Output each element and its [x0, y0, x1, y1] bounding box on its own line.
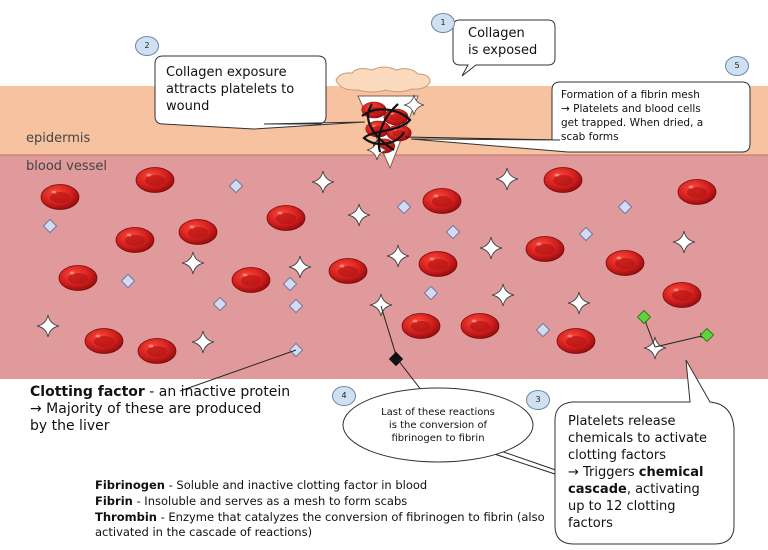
- step-4-badge: 4: [332, 386, 356, 406]
- definition-thrombin-continued: activated in the cascade of reactions): [95, 525, 313, 539]
- callout-4-text: Last of these reactions is the conversio…: [381, 407, 495, 444]
- callout-1-text: Collagen is exposed: [468, 26, 538, 58]
- definition-fibrinogen: Fibrinogen - Soluble and inactive clotti…: [95, 478, 428, 492]
- callout-2-text: Collagen exposure attracts platelets to …: [166, 65, 295, 114]
- callout-3-text: Platelets release chemicals to activate …: [568, 414, 708, 531]
- fibrin-mesh: [361, 103, 412, 153]
- step-2-badge: 2: [135, 36, 159, 56]
- epidermis-label: epidermis: [26, 131, 91, 146]
- blood-vessel-label: blood vessel: [26, 159, 108, 174]
- definition-thrombin: Thrombin - Enzyme that catalyzes the con…: [95, 510, 545, 524]
- callout-4-shape: [342, 387, 534, 463]
- clotting-factor-note: Clotting factor - an inactive protein → …: [30, 384, 290, 435]
- definition-fibrin: Fibrin - Insoluble and serves as a mesh …: [95, 494, 408, 508]
- callout-5-text: Formation of a fibrin mesh → Platelets a…: [561, 89, 704, 143]
- step-1-badge: 1: [431, 13, 455, 33]
- callout-3-shape: [554, 359, 735, 545]
- callout-2-shape: [154, 55, 366, 130]
- step-5-badge: 5: [725, 56, 749, 76]
- clotting-factor-description: - an inactive protein → Majority of thes…: [30, 384, 291, 434]
- collagen-cloud: [335, 66, 431, 93]
- callout-5-shape: [410, 81, 751, 153]
- clotting-factor-term: Clotting factor: [30, 384, 145, 400]
- step-3-badge: 3: [526, 390, 550, 410]
